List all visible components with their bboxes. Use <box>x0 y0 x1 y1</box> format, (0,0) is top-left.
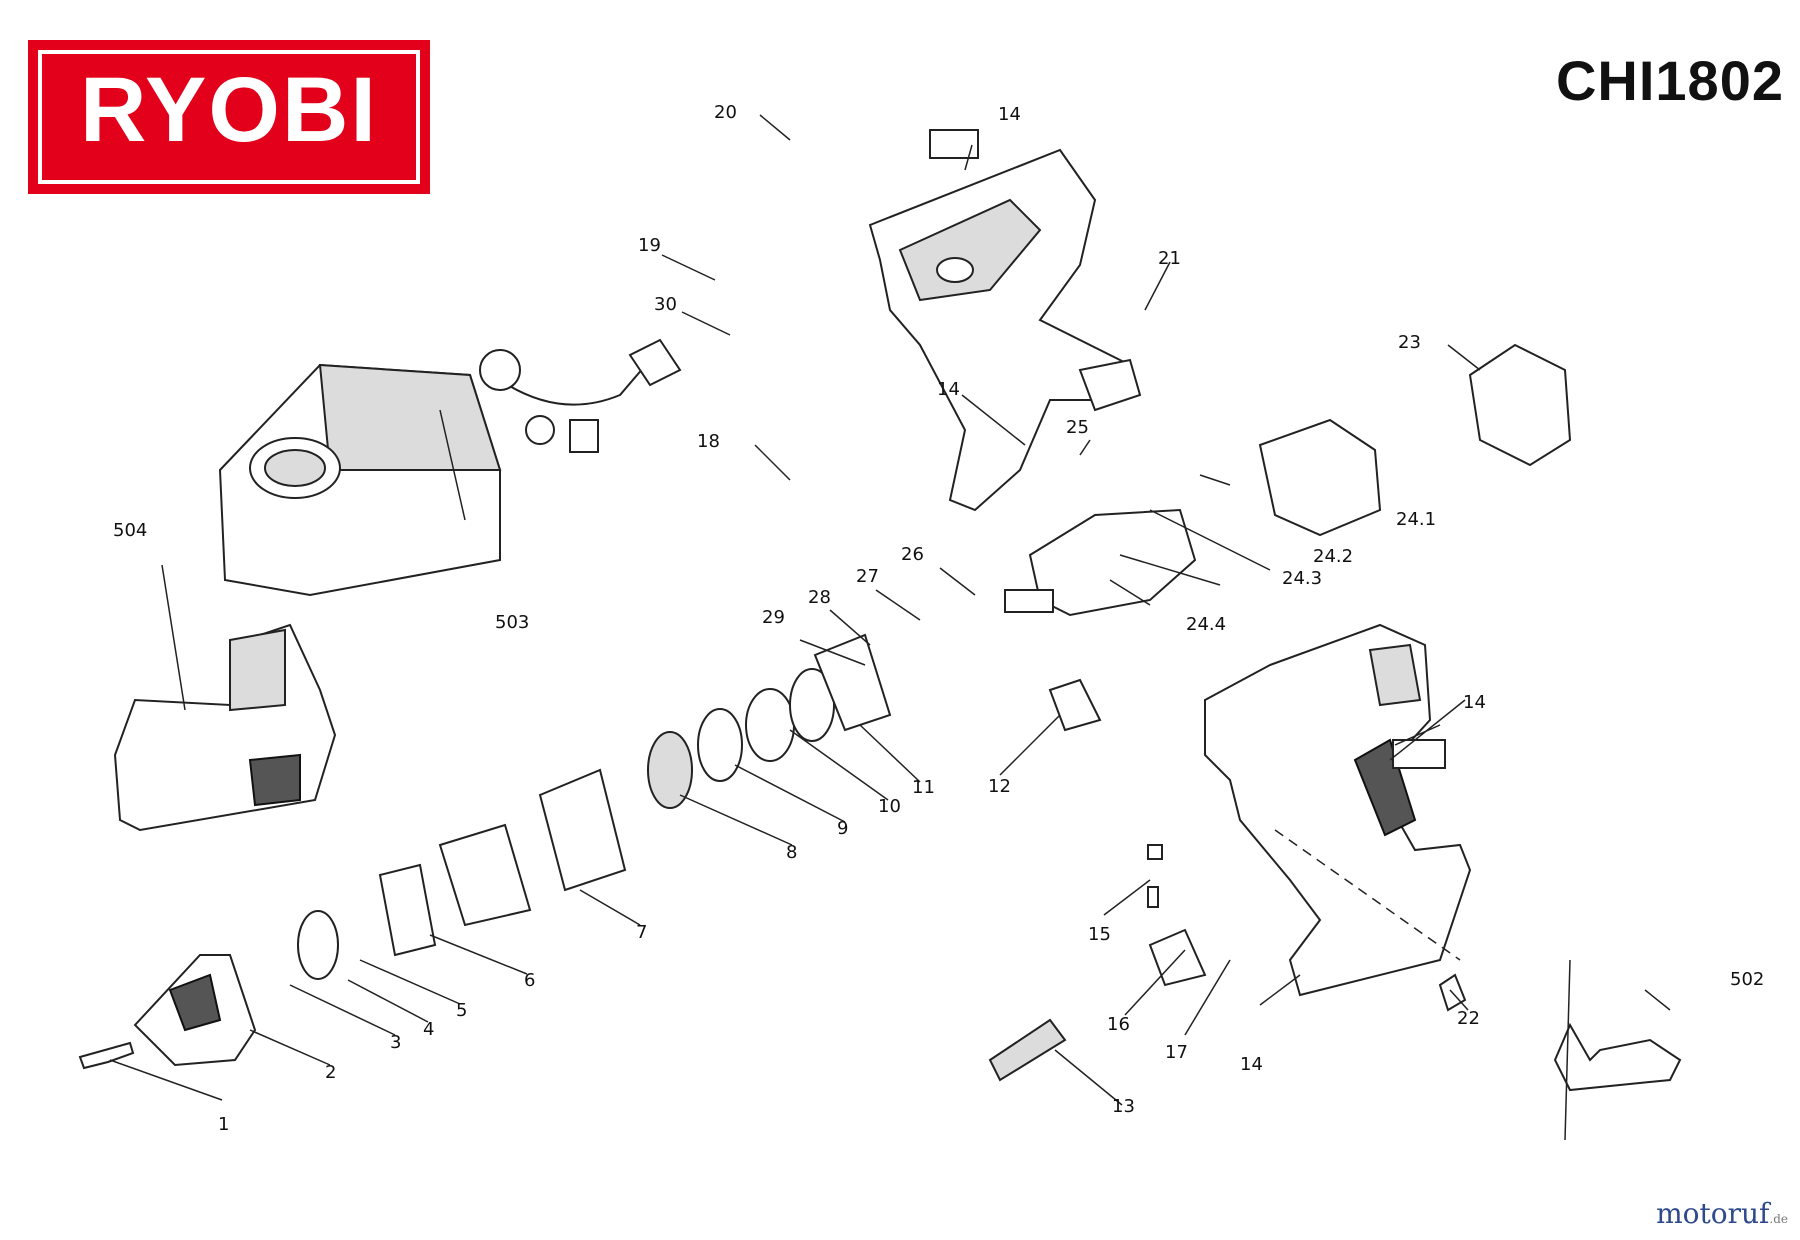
watermark: motoruf.de <box>1656 1197 1788 1230</box>
callout-8: 8 <box>786 842 797 863</box>
callout-9: 9 <box>837 818 848 839</box>
callout-21: 21 <box>1158 248 1181 269</box>
callout-20: 20 <box>714 102 737 123</box>
logo-text: RYOBI <box>80 59 378 161</box>
callout-5: 5 <box>456 1000 467 1021</box>
callout-24-3: 24.3 <box>1282 568 1322 589</box>
callout-504: 504 <box>113 520 147 541</box>
callout-7: 7 <box>636 922 647 943</box>
callout-24-2: 24.2 <box>1313 546 1353 567</box>
callout-503: 503 <box>495 612 529 633</box>
ryobi-logo: RYOBI <box>28 40 430 194</box>
callout-30: 30 <box>654 294 677 315</box>
callout-25: 25 <box>1066 417 1089 438</box>
watermark-text: motoruf <box>1656 1197 1770 1230</box>
callout-22: 22 <box>1457 1008 1480 1029</box>
callout-29: 29 <box>762 607 785 628</box>
gearbox-parts <box>297 343 1682 1141</box>
callout-2: 2 <box>325 1062 336 1083</box>
callout-26: 26 <box>901 544 924 565</box>
charger-part <box>218 338 682 597</box>
callout-15: 15 <box>1088 924 1111 945</box>
callout-14-upper-label: 14 <box>998 104 1021 125</box>
callout-17: 17 <box>1165 1042 1188 1063</box>
chuck-part <box>78 954 257 1070</box>
logo-border <box>38 50 420 184</box>
battery-part <box>113 623 337 832</box>
callout-16: 16 <box>1107 1014 1130 1035</box>
callout-6: 6 <box>524 970 535 991</box>
watermark-suffix: .de <box>1769 1212 1788 1226</box>
callout-10: 10 <box>878 796 901 817</box>
callout-18: 18 <box>697 431 720 452</box>
callout-28: 28 <box>808 587 831 608</box>
model-number: CHI1802 <box>1555 49 1784 112</box>
upper-housing-part <box>868 129 1132 512</box>
callout-4: 4 <box>423 1019 434 1040</box>
lower-housing-part <box>1204 623 1472 997</box>
callout-3: 3 <box>390 1032 401 1053</box>
callout-14-lower-label: 14 <box>1463 692 1486 713</box>
leader-lines <box>109 114 1671 1106</box>
callout-19: 19 <box>638 235 661 256</box>
callout-12: 12 <box>988 776 1011 797</box>
callout-23: 23 <box>1398 332 1421 353</box>
callout-14-lower-housing: 14 <box>1240 1054 1263 1075</box>
callout-27: 27 <box>856 566 879 587</box>
callout-labels: 1 2 3 4 5 6 7 8 9 10 11 12 13 14 14 14 1… <box>113 102 1764 1135</box>
callout-1: 1 <box>218 1114 229 1135</box>
callout-502: 502 <box>1730 969 1764 990</box>
callout-14-upper-housing: 14 <box>937 379 960 400</box>
callout-24-1: 24.1 <box>1396 509 1436 530</box>
callout-24-4: 24.4 <box>1186 614 1226 635</box>
callout-13: 13 <box>1112 1096 1135 1117</box>
callout-11: 11 <box>912 777 935 798</box>
